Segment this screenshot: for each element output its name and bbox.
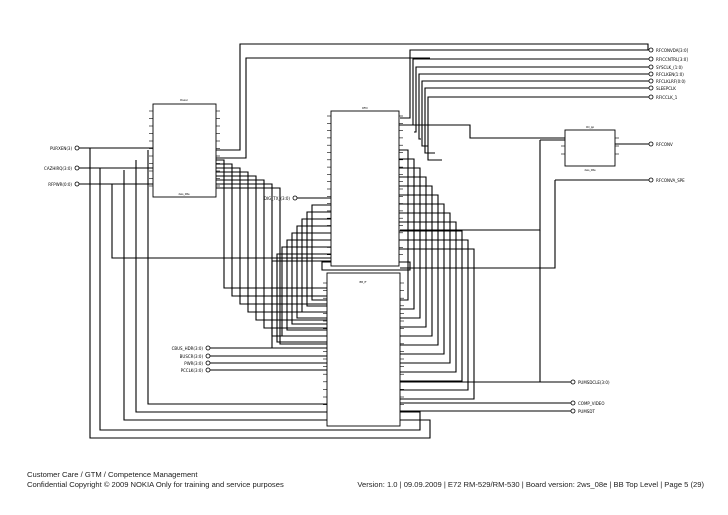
port-right-0: RFCONVDA[3:0]: [648, 47, 688, 53]
wire: [276, 253, 331, 343]
port-right-3: RFCLKEN(1:0): [648, 71, 684, 77]
port-right-8: RFCONVA_SPE: [648, 177, 685, 183]
svg-text:RFPWR(0:0): RFPWR(0:0): [48, 182, 72, 187]
svg-text:RFCONVA_SPE: RFCONVA_SPE: [656, 178, 685, 183]
svg-text:PCCLK(3:0): PCCLK(3:0): [181, 368, 204, 373]
wire: [271, 260, 331, 349]
svg-text:PURXEN(3): PURXEN(3): [50, 146, 72, 151]
wire: [111, 184, 331, 259]
wire: [418, 73, 649, 140]
wire: [281, 246, 331, 337]
port-right-4: RFCLKLRF(0:0): [648, 78, 686, 84]
port-left-3: DIG_TX_(3:0): [264, 195, 298, 201]
wire: [306, 211, 331, 307]
port-left-6: PWR(3:0): [184, 360, 211, 366]
power-block-sub: 2ws_08e: [178, 192, 190, 196]
svg-text:RFICCLK_1: RFICCLK_1: [656, 95, 678, 100]
port-left-0: PURXEN(3): [50, 145, 80, 151]
wire: [321, 261, 411, 271]
port-right-5: SLEEPCLK: [648, 85, 676, 91]
svg-text:RFCONV: RFCONV: [656, 142, 673, 147]
wire: [399, 221, 457, 373]
wire: [301, 218, 331, 313]
wire: [400, 49, 649, 119]
svg-text:BUSCR(3:0): BUSCR(3:0): [180, 354, 204, 359]
wire: [99, 168, 421, 431]
port-left-5: BUSCR(3:0): [180, 353, 211, 359]
wire: [399, 158, 415, 310]
port-right-2: SYSCLK_(1:0): [648, 64, 683, 70]
wire: [399, 167, 421, 319]
svg-text:RFCONVDA[3:0]: RFCONVDA[3:0]: [656, 48, 688, 53]
wire: [216, 187, 327, 345]
port-right-11: PUMSDT: [570, 408, 595, 414]
wire: [414, 66, 649, 133]
power-block: Power 2ws_08e: [152, 98, 217, 198]
wire: [123, 170, 327, 421]
port-left-2: RFPWR(0:0): [48, 181, 80, 187]
wire: [399, 124, 565, 139]
bb-block-title: BB_IF: [359, 280, 367, 284]
wire: [296, 225, 331, 319]
wire: [427, 96, 649, 161]
wire: [216, 179, 327, 329]
power-block-title: Power: [180, 98, 189, 102]
svg-text:RFCLKLRF(0:0): RFCLKLRF(0:0): [656, 79, 686, 84]
wire: [147, 150, 327, 405]
svg-text:PUMSDT: PUMSDT: [578, 409, 595, 414]
wire: [399, 239, 469, 391]
wire: [399, 185, 433, 337]
svg-text:CAZHIRQ(3:0): CAZHIRQ(3:0): [44, 166, 72, 171]
wire: [216, 57, 430, 159]
wire: [399, 203, 445, 355]
svg-text:SLEEPCLK: SLEEPCLK: [656, 86, 676, 91]
footer-department: Customer Care / GTM / Competence Managem…: [27, 470, 198, 479]
port-right-1: RFICCNTRL[3:0]: [648, 56, 688, 62]
wire: [286, 239, 331, 331]
wire: [400, 180, 556, 269]
wire: [399, 230, 463, 382]
rfic-block: RFIC: [330, 106, 400, 267]
port-left-4: CBUS_HDR(3:0): [172, 345, 211, 351]
xo-block: XO_pp 2ws_08e: [564, 125, 616, 172]
wire: [399, 176, 427, 328]
wire: [407, 58, 649, 126]
wire: [399, 248, 475, 400]
svg-text:SYSCLK_(1:0): SYSCLK_(1:0): [656, 65, 683, 70]
wire: [399, 149, 409, 301]
svg-text:CBUS_HDR(3:0): CBUS_HDR(3:0): [172, 346, 204, 351]
svg-text:DIG_TX_(3:0): DIG_TX_(3:0): [264, 196, 291, 201]
svg-text:PUMSDCLE(3:0): PUMSDCLE(3:0): [578, 380, 610, 385]
rfic-block-title: RFIC: [362, 106, 368, 110]
wire: [216, 167, 327, 305]
wire: [424, 87, 649, 154]
wire: [291, 232, 331, 325]
wire: [216, 43, 649, 151]
footer-version-info: Version: 1.0 | 09.09.2009 | E72 RM-529/R…: [357, 480, 704, 489]
wire: [400, 140, 541, 231]
port-left-1: CAZHIRQ(3:0): [44, 165, 80, 171]
wire: [311, 204, 331, 301]
port-right-7: RFCONV: [648, 141, 673, 147]
svg-text:COMP_VIDEO: COMP_VIDEO: [578, 401, 604, 406]
xo-block-sub: 2ws_08e: [584, 168, 596, 172]
wire: [216, 159, 327, 289]
port-left-7: PCCLK(3:0): [181, 367, 211, 373]
wire: [135, 160, 327, 413]
wire: [399, 212, 451, 364]
port-right-10: COMP_VIDEO: [570, 400, 604, 406]
svg-text:RFCLKEN(1:0): RFCLKEN(1:0): [656, 72, 684, 77]
wire: [399, 194, 439, 346]
port-right-6: RFICCLK_1: [648, 94, 678, 100]
port-right-9: PUMSDCLE(3:0): [570, 379, 610, 385]
svg-text:PWR(3:0): PWR(3:0): [184, 361, 203, 366]
bb-block: BB_IF: [326, 272, 401, 427]
svg-text:RFICCNTRL[3:0]: RFICCNTRL[3:0]: [656, 57, 688, 62]
footer-copyright: Confidential Copyright © 2009 NOKIA Only…: [27, 480, 284, 489]
xo-block-title: XO_pp: [586, 125, 595, 129]
